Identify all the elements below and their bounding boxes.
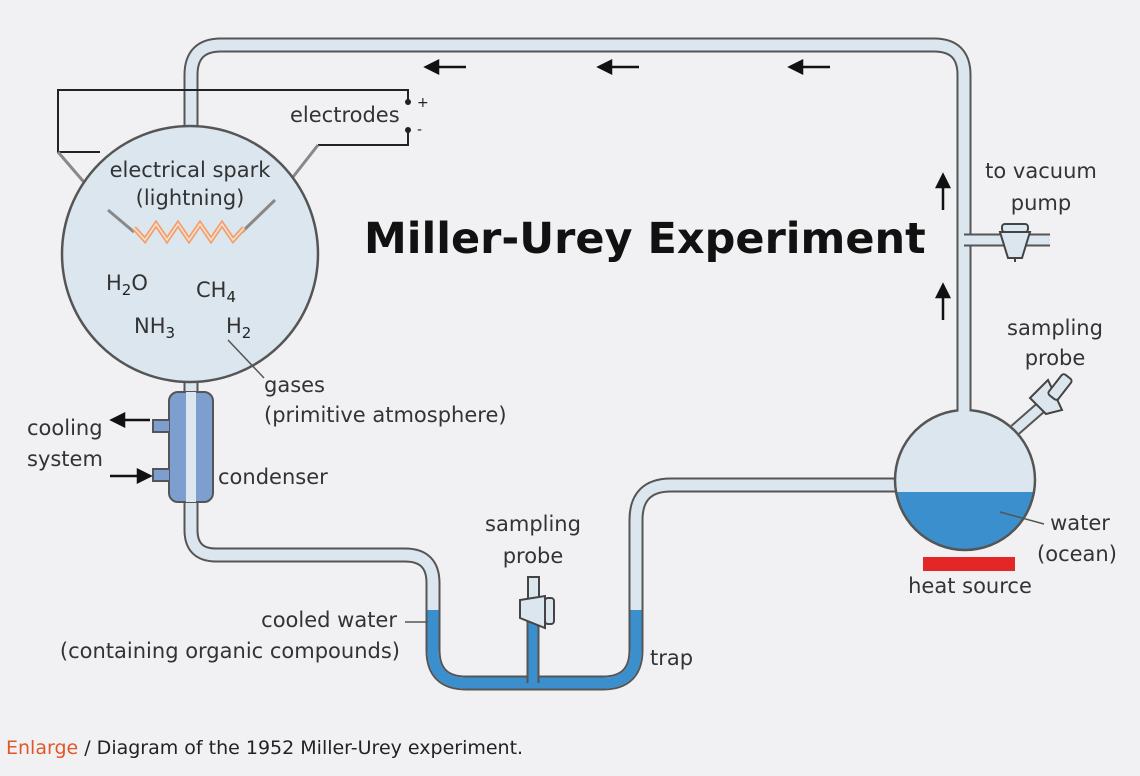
right-sampling-probe-label: sampling [1007,316,1103,340]
vacuum-label: to vacuum [985,159,1097,183]
mid-sampling-probe-label-sub: probe [503,544,564,568]
cooling-outlet-port [152,419,169,433]
molecule-h2: H2 [226,314,251,342]
cooled-water-label: cooled water [261,608,397,632]
spark-label-sub: (lightning) [136,186,245,210]
molecule-nh3: NH3 [134,314,175,342]
miller-urey-diagram: Miller-Urey Experiment electrodes + - el… [27,37,1117,691]
flow-arrow-icon [423,58,466,76]
electrode-negative-terminal [405,127,411,133]
glass-tubing [183,37,1060,691]
figure-caption: Enlarge / Diagram of the 1952 Miller-Ure… [6,737,523,759]
cooling-label: cooling [27,416,103,440]
electrode-positive-terminal [405,99,411,105]
electrode-minus-sign: - [417,122,422,138]
cooling-inlet-port [152,468,169,482]
enlarge-link[interactable]: Enlarge [6,737,79,759]
heat-source [923,557,1015,571]
electrodes-label: electrodes [290,103,400,127]
stopcock-icon [519,576,555,630]
mid-sampling-probe-label: sampling [485,512,581,536]
flow-arrow-icon [934,282,952,320]
spark-label: electrical spark [110,158,272,182]
leader-lines [227,339,1045,623]
diagram-title: Miller-Urey Experiment [364,214,926,264]
condenser-label: condenser [218,465,328,489]
flow-arrow-icon [787,58,830,76]
trap-label: trap [650,646,693,670]
flow-arrow-icon [109,411,150,429]
heat-source-label: heat source [908,574,1032,598]
vacuum-label-sub: pump [1011,191,1071,215]
gas-flask [60,124,320,384]
water-label: water [1050,511,1110,535]
cooling-label-sub: system [27,447,103,471]
molecule-ch4: CH4 [196,278,236,306]
flow-arrow-icon [934,172,952,210]
flow-arrow-icon [110,467,153,485]
gases-label: gases [264,373,325,397]
molecule-h2o: H2O [106,271,148,299]
flow-arrow-icon [596,58,639,76]
water-label-sub: (ocean) [1037,542,1117,566]
stopcock-icon [1028,373,1073,416]
gases-label-sub: (primitive atmosphere) [264,403,507,427]
electrode-plus-sign: + [417,95,429,111]
cooled-water-label-sub: (containing organic compounds) [60,639,400,663]
stopcock-icon [998,223,1032,262]
right-sampling-probe-label-sub: probe [1025,346,1086,370]
caption-text: / Diagram of the 1952 Miller-Urey experi… [78,737,524,759]
